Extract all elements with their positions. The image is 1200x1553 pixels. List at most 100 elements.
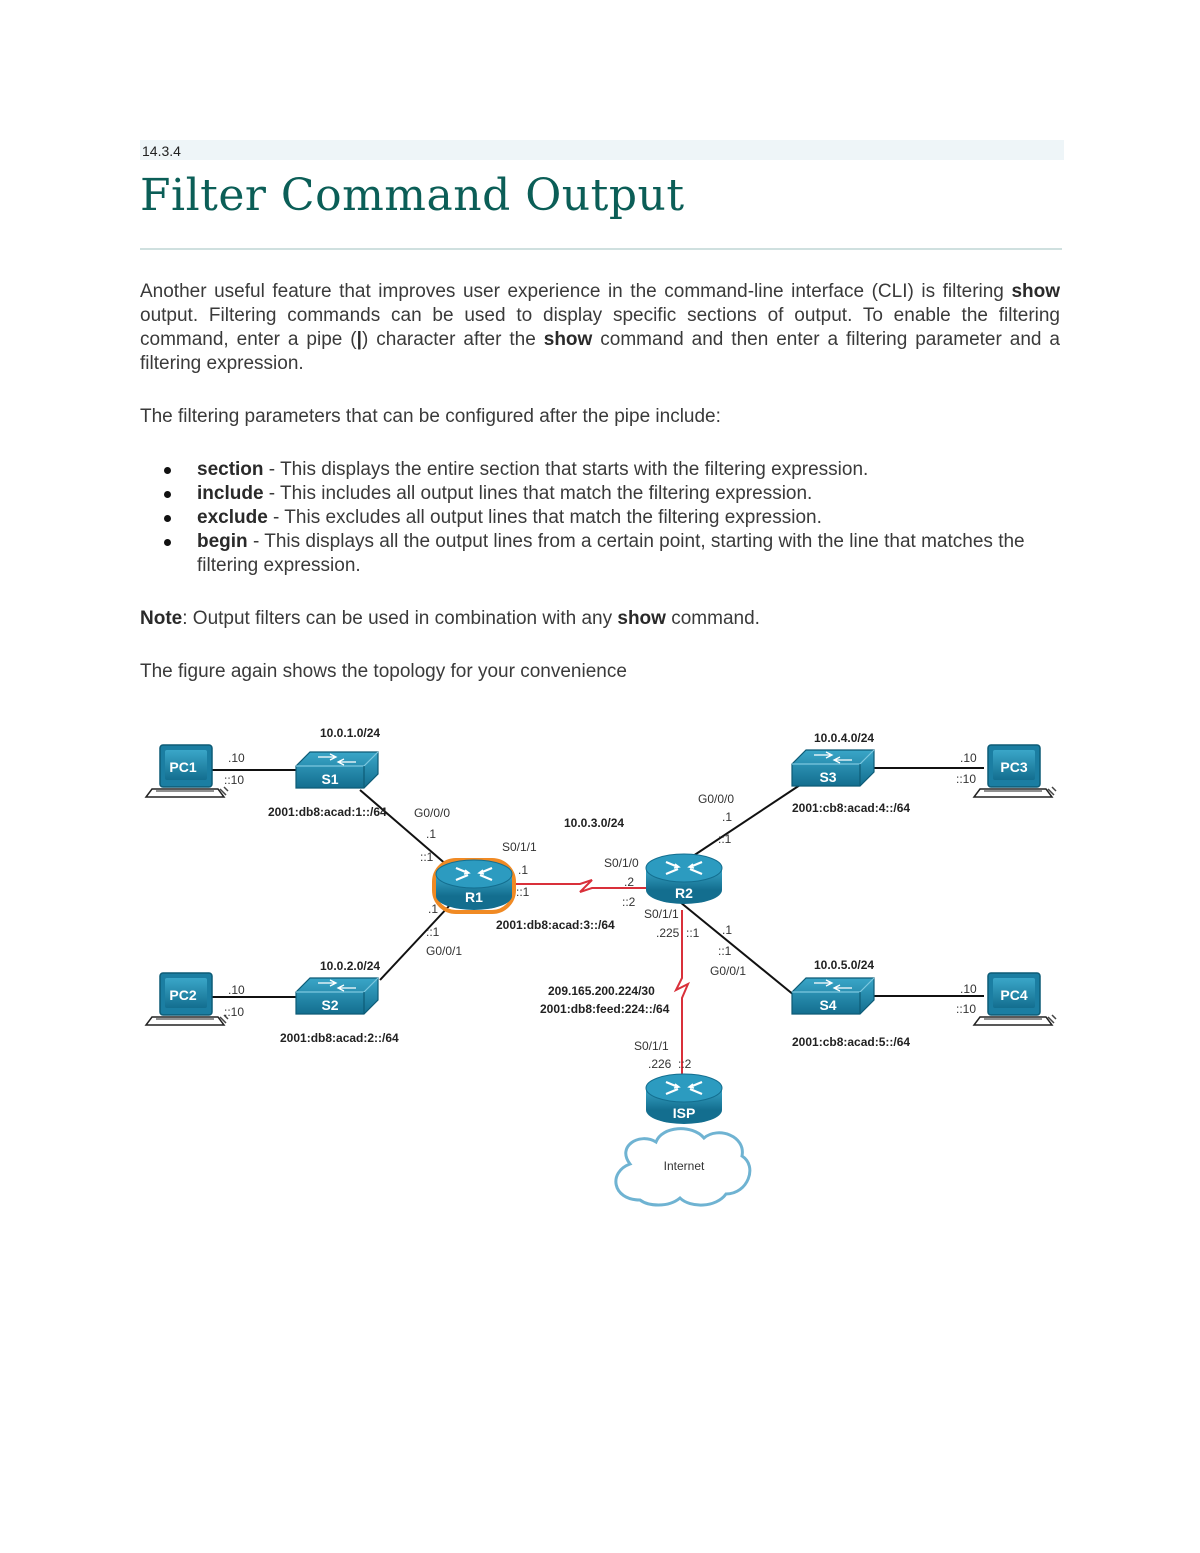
pc4-v6: ::10: [956, 1002, 976, 1016]
net-s1-v6: 2001:db8:acad:1::/64: [268, 805, 387, 819]
s4-label: S4: [819, 997, 836, 1013]
r2-g000-v4: .1: [722, 810, 732, 824]
isp-s011-v6: ::2: [678, 1057, 692, 1071]
s3-label: S3: [819, 769, 836, 785]
r2-label: R2: [675, 885, 693, 901]
pc1-v6: ::10: [224, 773, 244, 787]
link-s1-r1: [359, 789, 449, 867]
pc2-v4: .10: [228, 983, 245, 997]
s1-label: S1: [321, 771, 338, 787]
net-s4-v4: 10.0.5.0/24: [814, 958, 874, 972]
pc4-v4: .10: [960, 982, 977, 996]
intro-pipe-char: |: [356, 329, 362, 350]
net-s3-v4: 10.0.4.0/24: [814, 731, 874, 745]
r2-g001-v4: .1: [722, 923, 732, 937]
pc1-icon: PC1: [145, 744, 229, 798]
link-r2-s4: [679, 901, 801, 1001]
list-item-include: include - This includes all output lines…: [140, 482, 1060, 506]
s1-switch-icon: S1: [295, 751, 379, 789]
r1-g000: G0/0/0: [414, 806, 450, 820]
pc2-icon: PC2: [145, 972, 229, 1026]
pc3-icon: PC3: [973, 744, 1057, 798]
net-r1r2-v4: 10.0.3.0/24: [564, 816, 624, 830]
intro-show-keyword: show: [1011, 281, 1060, 302]
r1-g001-v4: .1: [428, 902, 438, 916]
param-desc: - This excludes all output lines that ma…: [267, 507, 822, 528]
r2-s010-v4: .2: [624, 875, 634, 889]
pc2-v6: ::10: [224, 1005, 244, 1019]
s2-switch-icon: S2: [295, 977, 379, 1015]
net-s1-v4: 10.0.1.0/24: [320, 726, 380, 740]
r1-g001-v6: ::1: [426, 925, 440, 939]
figure-caption: The figure again shows the topology for …: [140, 661, 627, 682]
r2-g001: G0/0/1: [710, 964, 746, 978]
r2-s011-v6: ::1: [686, 926, 700, 940]
list-item-exclude: exclude - This excludes all output lines…: [140, 506, 1060, 530]
bullet-icon: [164, 491, 171, 498]
pc3-label: PC3: [1000, 759, 1027, 775]
link-r2-isp-serial: [673, 910, 690, 1074]
r2-router-icon: R2: [644, 852, 724, 906]
pc1-v4: .10: [228, 751, 245, 765]
internet-label: Internet: [664, 1159, 705, 1173]
param-name: include: [197, 483, 264, 504]
bullet-icon: [164, 515, 171, 522]
bullet-icon: [164, 467, 171, 474]
r1-g001: G0/0/1: [426, 944, 462, 958]
note-label: Note: [140, 608, 183, 629]
pc4-label: PC4: [1000, 987, 1027, 1003]
bullet-icon: [164, 539, 171, 546]
net-isp-v6: 2001:db8:feed:224::/64: [540, 1002, 670, 1016]
intro-show-keyword-2: show: [543, 329, 593, 350]
net-r1r2-v6: 2001:db8:acad:3::/64: [496, 918, 615, 932]
net-s3-v6: 2001:cb8:acad:4::/64: [792, 801, 910, 815]
page-title: Filter Command Output: [140, 170, 685, 221]
param-desc: - This includes all output lines that ma…: [263, 483, 813, 504]
serial-links: [514, 879, 690, 1074]
network-labels: 10.0.1.0/24 2001:db8:acad:1::/64 10.0.2.…: [268, 726, 910, 1049]
link-r1-r2-serial: [514, 879, 646, 893]
interface-labels: .10 ::10 .10 ::10 .10 ::10 .10 ::10 G0/0…: [224, 751, 977, 1071]
pc3-v6: ::10: [956, 772, 976, 786]
internet-cloud-icon: Internet: [614, 1127, 752, 1207]
r2-s010-v6: ::2: [622, 895, 636, 909]
net-s2-v4: 10.0.2.0/24: [320, 959, 380, 973]
r2-s011-v4: .225: [656, 926, 680, 940]
isp-s011-v4: .226: [648, 1057, 672, 1071]
param-name: section: [197, 459, 264, 480]
r1-g000-v6: ::1: [420, 850, 434, 864]
params-intro: The filtering parameters that can be con…: [140, 406, 721, 427]
r1-s011: S0/1/1: [502, 840, 537, 854]
pc3-v4: .10: [960, 751, 977, 765]
ethernet-links: [212, 767, 984, 1001]
pc2-label: PC2: [169, 987, 196, 1003]
title-divider: [140, 248, 1062, 250]
isp-router-icon: ISP: [644, 1072, 724, 1126]
r1-s011-v6: ::1: [516, 885, 530, 899]
r1-router-icon: R1: [432, 858, 516, 914]
param-desc: - This displays the entire section that …: [263, 459, 869, 480]
net-s4-v6: 2001:cb8:acad:5::/64: [792, 1035, 910, 1049]
intro-text-c: ) character after the: [361, 329, 544, 350]
intro-text-a: Another useful feature that improves use…: [140, 281, 1012, 302]
list-item-begin: begin - This displays all the output lin…: [140, 530, 1060, 578]
pc4-icon: PC4: [973, 972, 1057, 1026]
note-text-a: : Output filters can be used in combinat…: [182, 608, 618, 629]
r2-s010: S0/1/0: [604, 856, 639, 870]
intro-text-d: command and then enter a filtering param…: [140, 329, 1060, 374]
link-r2-s3: [689, 784, 801, 859]
list-item-section: section - This displays the entire secti…: [140, 458, 1060, 482]
s4-switch-icon: S4: [791, 977, 875, 1015]
section-number: 14.3.4: [140, 140, 1064, 160]
param-desc: - This displays all the output lines fro…: [197, 531, 1025, 576]
note-show-keyword: show: [617, 608, 666, 629]
net-s2-v6: 2001:db8:acad:2::/64: [280, 1031, 399, 1045]
r1-s011-v4: .1: [518, 863, 528, 877]
r1-label: R1: [465, 889, 483, 905]
intro-paragraph: Another useful feature that improves use…: [140, 280, 1060, 376]
r2-g001-v6: ::1: [718, 944, 732, 958]
net-isp-v4: 209.165.200.224/30: [548, 984, 655, 998]
filter-parameter-list: section - This displays the entire secti…: [140, 458, 1060, 578]
